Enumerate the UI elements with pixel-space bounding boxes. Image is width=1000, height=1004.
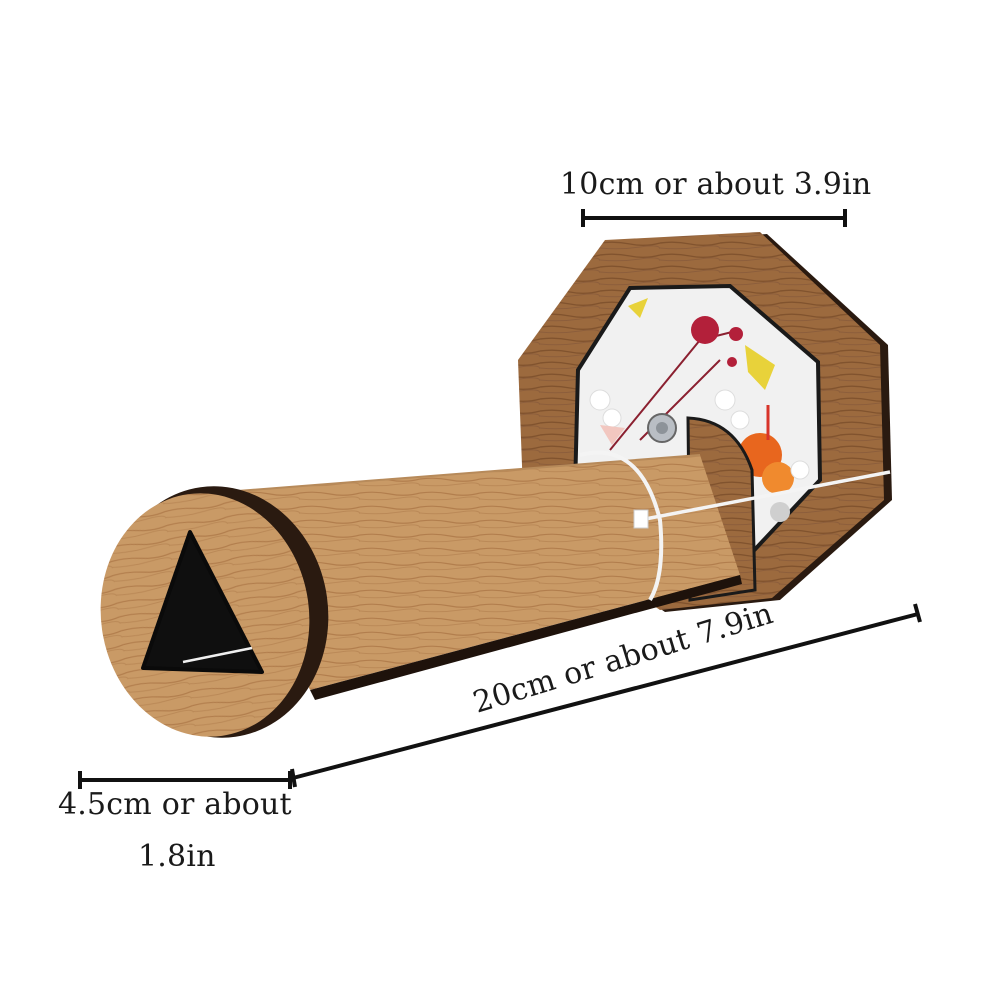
zip-tie bbox=[579, 450, 891, 602]
eyepiece-end-cap bbox=[100, 486, 329, 738]
width-dimension-label: 10cm or about 3.9in bbox=[560, 167, 872, 202]
dimension-line-diameter bbox=[78, 771, 292, 789]
dimension-line-length bbox=[290, 603, 922, 788]
dried-flowers bbox=[589, 298, 810, 522]
diameter-dimension-label-line2: 1.8in bbox=[138, 839, 216, 874]
triangle-icon bbox=[141, 530, 264, 674]
diameter-dimension-label-line1: 4.5cm or about bbox=[58, 787, 292, 822]
dimension-line-top bbox=[581, 209, 847, 227]
tube-body bbox=[224, 454, 742, 700]
